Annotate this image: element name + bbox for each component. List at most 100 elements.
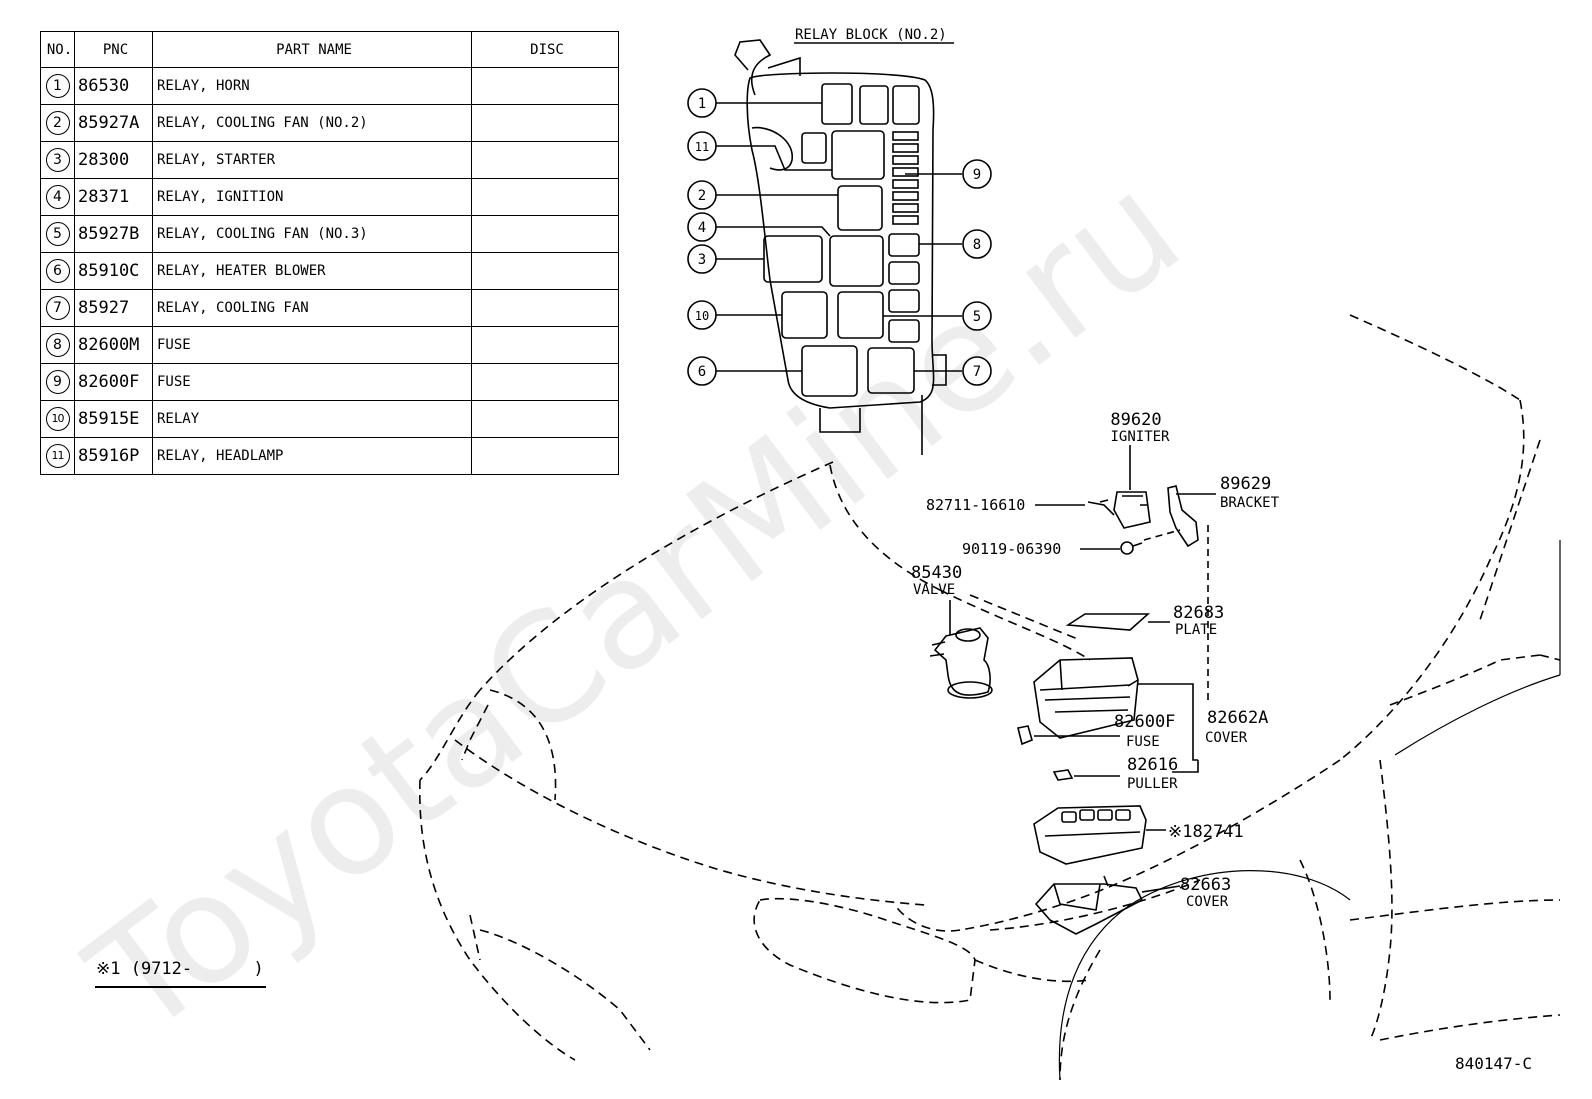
row-part-name: RELAY, COOLING FAN	[152, 289, 472, 327]
row-number: 10	[40, 400, 75, 438]
cover-a-name: COVER	[1205, 730, 1248, 746]
row-number-circle: 11	[45, 444, 70, 468]
row-part-name: RELAY, STARTER	[152, 141, 472, 179]
row-number-circle: 1	[45, 74, 70, 98]
callout-8-circle	[962, 229, 992, 259]
footnote: ※1 (9712- )	[96, 959, 264, 979]
parts-exploded	[929, 445, 1216, 935]
bracket-name: BRACKET	[1220, 495, 1280, 511]
header-no: NO.	[40, 31, 75, 68]
callout-7: 7	[973, 364, 981, 380]
row-part-name: RELAY, COOLING FAN (NO.2)	[152, 104, 472, 142]
row-part-name: FUSE	[152, 326, 472, 364]
valve-name: VALVE	[913, 582, 955, 598]
row-disc	[471, 141, 619, 179]
header-part-name: PART NAME	[152, 31, 472, 68]
row-disc	[471, 252, 619, 290]
screw-pnc: 90119-06390	[962, 540, 1061, 558]
row-number: 3	[40, 141, 75, 179]
row-part-name: FUSE	[152, 363, 472, 401]
puller-name: PULLER	[1127, 776, 1178, 792]
row-part-name: RELAY, HORN	[152, 67, 472, 105]
callout-9: 9	[973, 167, 981, 183]
row-pnc: 86530	[74, 67, 153, 105]
cover-b-name: COVER	[1186, 894, 1229, 910]
fuse-pnc: 82600F	[1114, 712, 1175, 732]
row-disc	[471, 215, 619, 253]
row-part-name: RELAY	[152, 400, 472, 438]
plate-name: PLATE	[1175, 622, 1217, 638]
row-disc	[471, 104, 619, 142]
callout-5-circle	[962, 301, 992, 331]
callout-9-circle	[962, 159, 992, 189]
table-header-row: NO. PNC PART NAME DISC	[40, 31, 619, 68]
row-part-name: RELAY, IGNITION	[152, 178, 472, 216]
igniter-pnc: 89620	[1110, 410, 1161, 430]
callout-2: 2	[698, 188, 706, 204]
diagram-id: 840147-C	[1455, 1054, 1532, 1073]
row-pnc: 85927A	[74, 104, 153, 142]
row-pnc: 85915E	[74, 400, 153, 438]
row-disc	[471, 178, 619, 216]
plate-pnc: 82683	[1173, 603, 1224, 623]
row-number-circle: 2	[45, 111, 70, 135]
row-number: 1	[40, 67, 75, 105]
row-number-circle: 8	[45, 333, 70, 357]
row-number: 9	[40, 363, 75, 401]
callout-3: 3	[698, 252, 706, 268]
row-number: 6	[40, 252, 75, 290]
callout-7-circle	[962, 356, 992, 386]
callout-10: 10	[695, 309, 709, 323]
row-pnc: 82600M	[74, 326, 153, 364]
row-part-name: RELAY, HEADLAMP	[152, 437, 472, 475]
row-pnc: 85910C	[74, 252, 153, 290]
row-pnc: 28300	[74, 141, 153, 179]
callout-6-circle	[687, 356, 717, 386]
callout-4: 4	[698, 220, 706, 236]
row-number-circle: 4	[45, 185, 70, 209]
row-disc	[471, 326, 619, 364]
relay-block-drawing	[715, 39, 962, 455]
bracket-pnc: 89629	[1220, 474, 1271, 494]
igniter-name: IGNITER	[1110, 429, 1170, 445]
harness-pnc: 82711-16610	[926, 496, 1025, 514]
callout-11-circle	[687, 131, 717, 161]
row-part-name: RELAY, COOLING FAN (NO.3)	[152, 215, 472, 253]
row-disc	[471, 289, 619, 327]
row-number: 11	[40, 437, 75, 475]
cover-b-pnc: 82663	[1180, 875, 1231, 895]
header-disc: DISC	[471, 31, 619, 68]
row-pnc: 85927	[74, 289, 153, 327]
callout-1-circle	[687, 88, 717, 118]
row-number-circle: 6	[45, 259, 70, 283]
callout-5: 5	[973, 309, 981, 325]
row-disc	[471, 437, 619, 475]
puller-pnc: 82616	[1127, 755, 1178, 775]
callout-1: 1	[698, 96, 706, 112]
callout-8: 8	[973, 237, 981, 253]
row-number: 7	[40, 289, 75, 327]
row-number: 2	[40, 104, 75, 142]
row-number: 4	[40, 178, 75, 216]
car-outline	[418, 314, 1561, 1081]
row-disc	[471, 67, 619, 105]
cover-a-pnc: 82662A	[1207, 708, 1268, 728]
block-pnc: ※182741	[1168, 822, 1244, 842]
callout-11: 11	[695, 140, 709, 154]
row-number-circle: 5	[45, 222, 70, 246]
row-number-circle: 10	[45, 407, 70, 431]
row-disc	[471, 400, 619, 438]
row-number-circle: 9	[45, 370, 70, 394]
callout-6: 6	[698, 364, 706, 380]
row-pnc: 28371	[74, 178, 153, 216]
row-part-name: RELAY, HEATER BLOWER	[152, 252, 472, 290]
